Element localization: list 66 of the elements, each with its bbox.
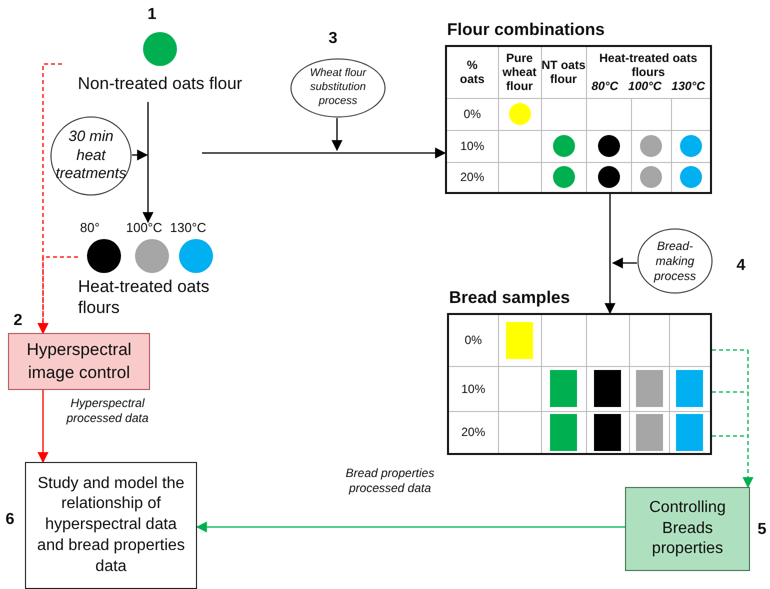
dashed-arrow (711, 349, 754, 488)
flour-dot (552, 166, 574, 188)
step-number: 4 (736, 257, 746, 275)
step-number: 5 (758, 521, 766, 539)
bread-sample-swatch (636, 370, 662, 407)
group-label: Heat-treated oats flours (78, 276, 210, 318)
row-label: 0% (464, 333, 482, 348)
row-label: 20% (460, 170, 484, 184)
row-label: 0% (464, 107, 481, 121)
bread-sample-swatch (636, 414, 662, 451)
temperature-label: 80° (80, 220, 100, 235)
bread-sample-swatch (676, 414, 704, 451)
temperature-label: 100°C (126, 220, 162, 235)
flour-dot (640, 166, 662, 188)
process-label: Wheat flour substitution process (308, 67, 368, 109)
arrow (132, 150, 148, 160)
sample-label: Non-treated oats flour (76, 74, 244, 94)
flour-circle (87, 239, 121, 273)
temperature-header: 100°C (628, 79, 662, 94)
flour-dot (640, 135, 662, 157)
row-label: 10% (461, 382, 486, 396)
column-header: % oats (458, 58, 486, 86)
arrow (196, 522, 625, 532)
arrow (142, 102, 154, 224)
flour-circle (135, 239, 169, 273)
step-number: 1 (148, 6, 156, 24)
process-box: Controlling Breads properties (625, 487, 750, 571)
flour-circle (179, 239, 213, 273)
column-header: Heat-treated oats flours (598, 51, 698, 80)
process-ellipse (637, 228, 713, 294)
step-number: 2 (14, 312, 22, 330)
arrow (332, 118, 342, 152)
column-header: Pure wheat flour (501, 51, 538, 94)
arrow (612, 258, 637, 268)
flour-dot (598, 166, 620, 188)
dashed-arrow (38, 256, 78, 334)
temperature-header: 130°C (672, 79, 706, 94)
step-number: 6 (6, 511, 14, 529)
bread-sample-swatch (550, 370, 577, 407)
arrow (604, 194, 616, 314)
process-label: Bread-making process (652, 238, 698, 284)
column-header: NT oats flour (542, 58, 586, 86)
arrow (38, 390, 48, 464)
row-label: 20% (461, 425, 486, 440)
process-box: Hyperspectral image control (8, 333, 150, 390)
bread-sample-swatch (676, 370, 704, 407)
process-ellipse (290, 58, 386, 118)
process-ellipse (50, 116, 132, 196)
arrow (202, 148, 446, 158)
flour-dot (508, 103, 530, 125)
bread-sample-swatch (594, 370, 621, 407)
temperature-header: 80°C (591, 79, 618, 94)
flour-dot (680, 135, 702, 157)
row-label: 10% (460, 139, 484, 153)
table-title: Flour combinations (447, 20, 605, 40)
flour-dot (598, 135, 620, 157)
bread-sample-swatch (594, 414, 621, 451)
temperature-label: 130°C (170, 220, 206, 235)
flour-dot (552, 135, 574, 157)
process-label: 30 min heat treatments (54, 128, 128, 184)
bread-sample-swatch (550, 414, 577, 451)
step-number: 3 (328, 30, 338, 48)
process-box: Study and model the relationship of hyperspectral data and bread properties data (25, 462, 197, 589)
flour-dot (680, 166, 702, 188)
table-title: Bread samples (449, 288, 570, 308)
bread-sample-swatch (506, 322, 533, 359)
